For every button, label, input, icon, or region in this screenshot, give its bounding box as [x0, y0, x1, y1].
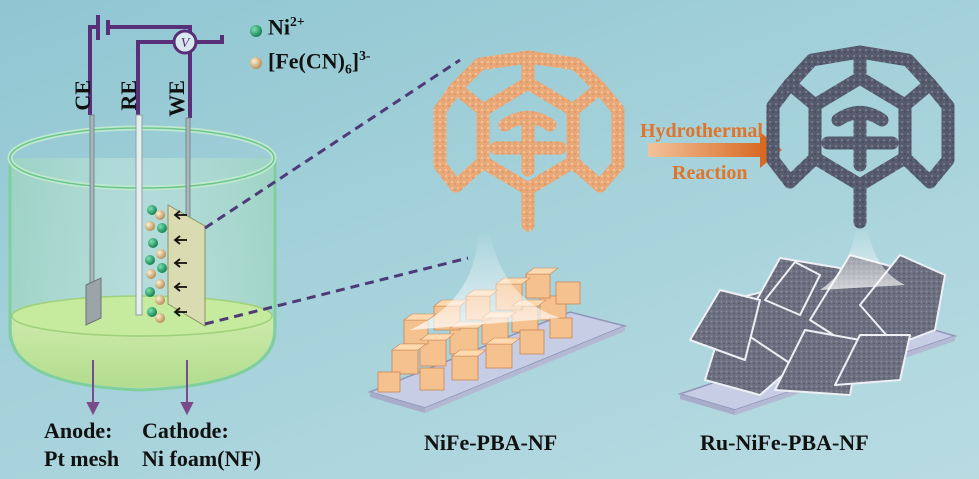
- electrochemical-cell: V: [7, 15, 277, 416]
- ru-nife-pba-nf-illustration: [677, 45, 958, 415]
- fe-complex-label-pre: [Fe(CN): [268, 48, 345, 74]
- migration-arrows: [173, 210, 187, 317]
- left-product-caption: NiFe-PBA-NF: [424, 430, 558, 455]
- voltmeter-icon: V: [172, 29, 198, 55]
- left-zoom-cone: [410, 235, 560, 330]
- fe-complex-label-post: ]: [351, 48, 360, 74]
- battery-icon: [96, 15, 110, 40]
- cathode-label: Cathode:: [142, 418, 229, 443]
- anode-material: Pt mesh: [44, 446, 120, 471]
- re-label: RE: [116, 80, 141, 111]
- svg-text:V: V: [181, 36, 191, 51]
- zoom-dashed-lines: [204, 58, 469, 326]
- fe-complex-subscript: 6: [344, 61, 352, 77]
- right-product-caption: Ru-NiFe-PBA-NF: [700, 430, 869, 455]
- circuit-wires: [88, 25, 224, 118]
- fe-complex-charge: 3-: [359, 48, 371, 63]
- we-rod: [185, 117, 191, 229]
- pt-mesh-plate: [85, 277, 102, 326]
- we-label: WE: [164, 80, 189, 117]
- anode-label: Anode:: [44, 418, 113, 443]
- ni-foam-plate: [167, 204, 206, 327]
- ni-ion-legend-marker: [250, 25, 262, 37]
- nife-pba-nf-illustration: [367, 50, 628, 413]
- cathode-material: Ni foam(NF): [142, 446, 262, 471]
- ce-rod: [89, 114, 95, 286]
- right-pba-framework: [766, 45, 955, 229]
- ce-label: CE: [70, 80, 95, 111]
- ni-ion-label: Ni: [268, 14, 290, 40]
- ni-ion-legend: Ni2+: [268, 14, 305, 40]
- left-pba-framework: [433, 50, 625, 232]
- reaction-label-line1: Hydrothermal: [640, 120, 763, 142]
- fe-complex-legend: [Fe(CN)6]3-: [268, 48, 370, 78]
- reaction-label-line2: Reaction: [672, 162, 748, 184]
- ion-cluster: [145, 205, 167, 323]
- right-zoom-cone: [820, 230, 905, 290]
- right-sheet-array: [689, 254, 946, 396]
- re-rod: [135, 114, 143, 316]
- ni-ion-charge: 2+: [290, 14, 305, 29]
- fe-complex-legend-marker: [250, 57, 262, 69]
- label-pointer-arrows: [86, 360, 194, 416]
